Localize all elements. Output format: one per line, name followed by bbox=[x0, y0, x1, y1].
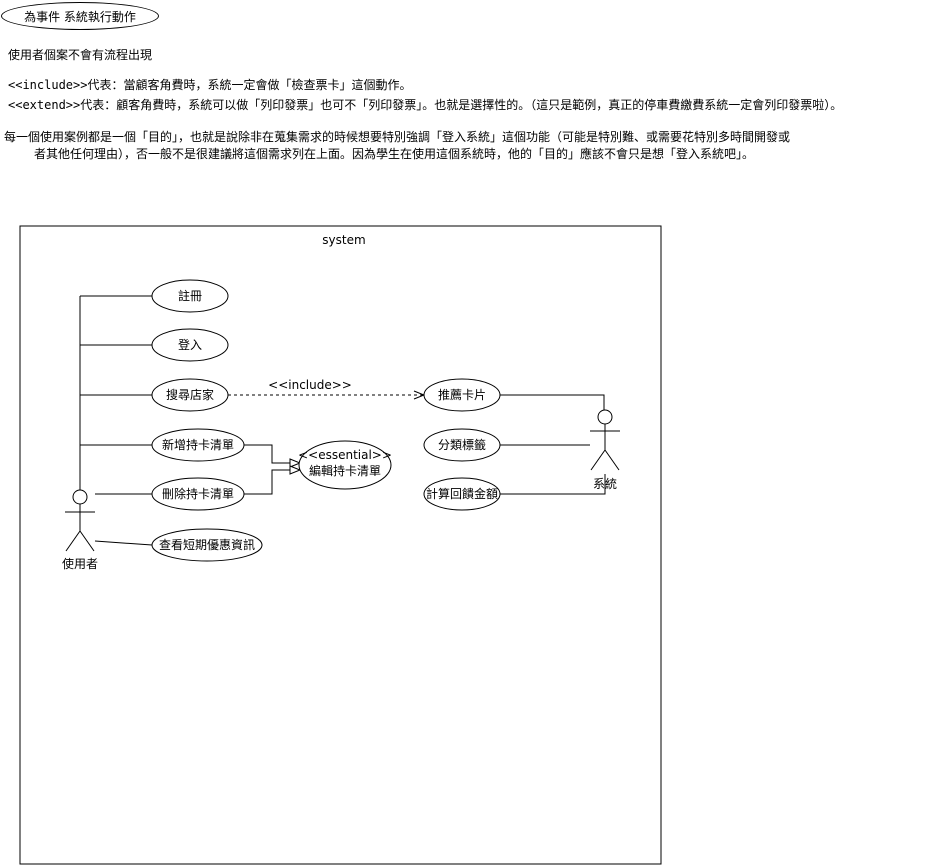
use-case-view-promo: 查看短期優惠資訊 bbox=[151, 528, 263, 562]
use-case-search-store-label: 搜尋店家 bbox=[166, 387, 214, 402]
use-case-edit-card-list: <<essential>> 編輯持卡清單 bbox=[298, 440, 392, 490]
actor-user bbox=[65, 489, 95, 552]
use-case-search-store: 搜尋店家 bbox=[151, 378, 229, 412]
note-extend: <<extend>>代表：顧客角費時，系統可以做「列印發票」也可不「列印發票」。… bbox=[8, 98, 843, 112]
use-case-login: 登入 bbox=[151, 328, 229, 362]
note-include: <<include>>代表：當顧客角費時，系統一定會做「檢查票卡」這個動作。 bbox=[8, 78, 412, 92]
system-associations bbox=[500, 394, 606, 495]
use-case-category-tag-label: 分類標籤 bbox=[438, 437, 486, 452]
legend-ellipse-text: 為事件 系統執行動作 bbox=[24, 9, 136, 24]
use-case-category-tag: 分類標籤 bbox=[423, 428, 501, 462]
use-case-add-card-list-label: 新增持卡清單 bbox=[162, 437, 234, 452]
note-paragraph-line-2: 者其他任何理由），否一般不是很建議將這個需求列在上面。因為學生在使用這個系統時，… bbox=[34, 147, 755, 161]
actor-system bbox=[590, 409, 620, 471]
use-case-view-promo-label: 查看短期優惠資訊 bbox=[159, 537, 255, 552]
use-case-recommend-card: 推薦卡片 bbox=[423, 378, 501, 412]
user-associations bbox=[79, 295, 153, 546]
actor-user-label: 使用者 bbox=[62, 556, 98, 571]
use-case-register-label: 註冊 bbox=[178, 289, 202, 303]
legend-ellipse: 為事件 系統執行動作 bbox=[1, 2, 159, 30]
note-paragraph-line-1: 每一個使用案例都是一個「目的」，也就是說除非在蒐集需求的時候想要特別強調「登入系… bbox=[4, 130, 791, 144]
use-case-recommend-card-label: 推薦卡片 bbox=[438, 388, 486, 402]
include-label: <<include>> bbox=[268, 378, 352, 392]
use-case-edit-card-list-label: 編輯持卡清單 bbox=[309, 463, 381, 478]
use-case-calc-cashback: 計算回饋金額 bbox=[423, 477, 501, 511]
note-line-1: 使用者個案不會有流程出現 bbox=[8, 48, 153, 62]
use-case-calc-cashback-label: 計算回饋金額 bbox=[426, 486, 498, 501]
use-case-edit-card-list-stereotype: <<essential>> bbox=[298, 448, 392, 462]
system-boundary-label: system bbox=[322, 233, 365, 247]
use-case-login-label: 登入 bbox=[178, 337, 202, 352]
use-case-add-card-list: 新增持卡清單 bbox=[151, 428, 245, 462]
use-case-delete-card-list: 刪除持卡清單 bbox=[151, 477, 245, 511]
system-boundary bbox=[19, 225, 662, 865]
use-case-register: 註冊 bbox=[151, 279, 229, 313]
generalization-add-to-edit bbox=[244, 444, 300, 463]
generalization-delete-to-edit bbox=[244, 470, 300, 495]
use-case-delete-card-list-label: 刪除持卡清單 bbox=[162, 486, 234, 501]
